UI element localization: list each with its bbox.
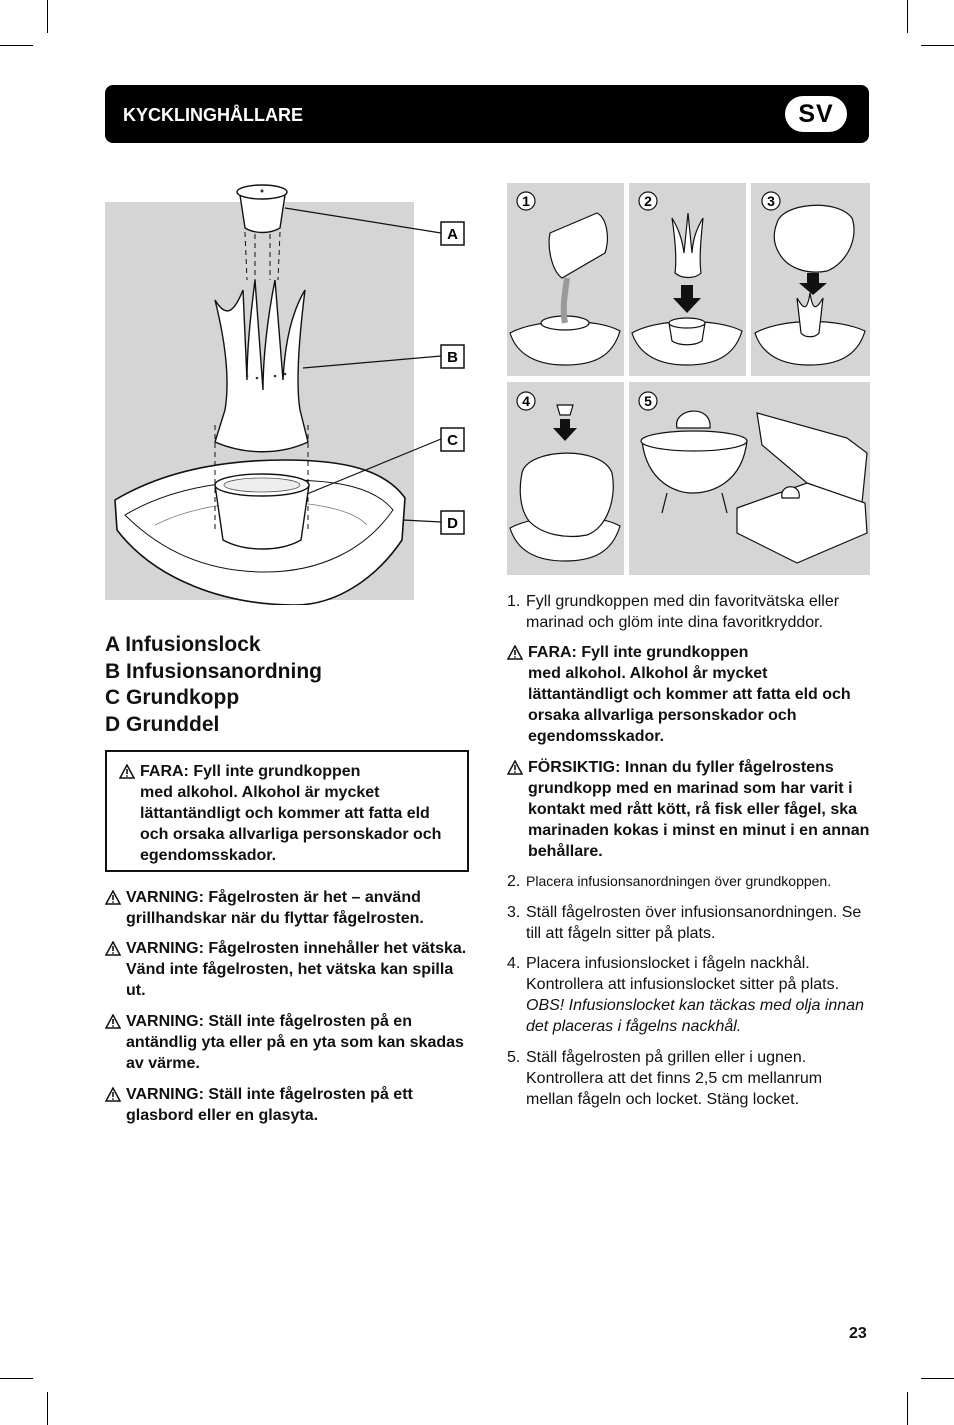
- step-index: 3.: [507, 904, 521, 921]
- step-panel-2: 2: [629, 183, 746, 376]
- crop-mark: [907, 0, 908, 33]
- step-index: 2.: [507, 873, 521, 890]
- warning-triangle-icon: [119, 764, 135, 779]
- step-panel-4: 4: [507, 382, 624, 575]
- page-number: 23: [849, 1325, 867, 1342]
- caution-text: FÖRSIKTIG: Innan du fyller fågelrostens …: [528, 759, 870, 860]
- step-index: 1.: [507, 593, 521, 610]
- cup-part: [214, 484, 310, 550]
- step-panel-3: 3: [751, 183, 870, 376]
- step-number: 3: [767, 193, 775, 209]
- instruction-step-4: 4. Placera infusionslocket i fågeln nack…: [507, 953, 872, 1037]
- warning-item: VARNING: Fågelrosten är het – använd gri…: [105, 887, 470, 929]
- label-box-c: [440, 427, 465, 452]
- step-number: 2: [644, 193, 652, 209]
- crop-mark: [921, 1378, 954, 1379]
- warning-item: VARNING: Fågelrosten innehåller het väts…: [105, 938, 470, 1001]
- crop-mark: [921, 45, 954, 46]
- section-header: KYCKLINGHÅLLARE SV: [105, 85, 869, 143]
- instruction-step-1: 1. Fyll grundkoppen med din favoritvätsk…: [507, 591, 872, 633]
- warning-triangle-icon: [507, 645, 523, 660]
- step-text: Placera infusionslocket i fågeln nackhål…: [526, 955, 840, 993]
- step-index: 4.: [507, 955, 521, 972]
- step-panel-5: 5: [629, 382, 870, 575]
- warning-triangle-icon: [105, 1087, 121, 1102]
- step-index: 5.: [507, 1049, 521, 1066]
- step-number: 1: [522, 193, 530, 209]
- instruction-step-3: 3. Ställ fågelrosten över infusionsanord…: [507, 902, 872, 944]
- legend-item: C Grundkopp: [105, 686, 240, 709]
- danger-warning: FARA: Fyll inte grundkoppen med alkohol.…: [507, 642, 872, 747]
- exploded-parts-diagram: A B C D: [105, 184, 465, 605]
- section-title: KYCKLINGHÅLLARE: [123, 105, 303, 125]
- label-c: C: [447, 432, 458, 449]
- label-b: B: [447, 349, 458, 366]
- crop-mark: [0, 1378, 33, 1379]
- crop-mark: [47, 1392, 48, 1425]
- language-badge: SV: [785, 96, 847, 132]
- label-box-d: [440, 510, 465, 535]
- label-box-a: [440, 221, 465, 246]
- danger-title: FARA: Fyll inte grundkoppen: [140, 763, 361, 780]
- warning-text: VARNING: Fågelrosten är het – använd gri…: [126, 889, 424, 927]
- lid-part: [239, 194, 286, 234]
- warning-text: VARNING: Ställ inte fågelrosten på ett g…: [126, 1086, 413, 1124]
- step-note: OBS! Infusionslocket kan täckas med olja…: [526, 997, 864, 1035]
- warning-triangle-icon: [507, 760, 523, 775]
- step-text: Placera infusionsanordningen över grundk…: [526, 873, 832, 889]
- warning-text: VARNING: Fågelrosten innehåller het väts…: [126, 940, 467, 999]
- danger-box: FARA: Fyll inte grundkoppen med alkohol.…: [105, 750, 469, 872]
- crop-mark: [0, 45, 33, 46]
- danger-text: med alkohol. Alkohol år mycket lättantän…: [528, 665, 851, 745]
- warning-triangle-icon: [105, 941, 121, 956]
- label-d: D: [447, 515, 458, 532]
- label-a: A: [447, 226, 458, 243]
- step-number: 4: [522, 393, 530, 409]
- step-number: 5: [644, 393, 652, 409]
- warning-triangle-icon: [105, 1014, 121, 1029]
- infuser-part: [214, 279, 309, 453]
- caution-warning: FÖRSIKTIG: Innan du fyller fågelrostens …: [507, 757, 872, 862]
- crop-mark: [47, 0, 48, 33]
- legend-item: B Infusionsanordning: [105, 659, 322, 683]
- legend-item: A Infusionslock: [105, 633, 261, 656]
- danger-warning: FARA: Fyll inte grundkoppen med alkohol.…: [119, 761, 459, 866]
- instruction-step-2: 2. Placera infusionsanordningen över gru…: [507, 871, 872, 892]
- step-illustrations: 1 2 3 4 5: [507, 183, 870, 575]
- crop-mark: [907, 1392, 908, 1425]
- diagram-labels: A B C D: [440, 221, 465, 535]
- legend-item: D Grunddel: [105, 712, 220, 736]
- step-text: Ställ fågelrosten över infusionsanordnin…: [526, 904, 862, 942]
- danger-text: med alkohol. Alkohol är mycket lättantän…: [140, 784, 442, 864]
- warning-item: VARNING: Ställ inte fågelrosten på en an…: [105, 1011, 470, 1074]
- warning-item: VARNING: Ställ inte fågelrosten på ett g…: [105, 1084, 470, 1126]
- step-panel-1: 1: [507, 183, 624, 376]
- warning-text: VARNING: Ställ inte fågelrosten på en an…: [126, 1013, 464, 1072]
- instruction-step-5: 5. Ställ fågelrosten på grillen eller i …: [507, 1047, 872, 1110]
- step-text: Fyll grundkoppen med din favoritvätska e…: [526, 593, 840, 631]
- parts-legend: A Infusionslock B Infusionsanordning C G…: [105, 632, 322, 738]
- danger-title: FARA: Fyll inte grundkoppen: [528, 644, 749, 661]
- label-box-b: [440, 344, 465, 369]
- warning-triangle-icon: [105, 890, 121, 905]
- step-text: Ställ fågelrosten på grillen eller i ugn…: [526, 1049, 823, 1108]
